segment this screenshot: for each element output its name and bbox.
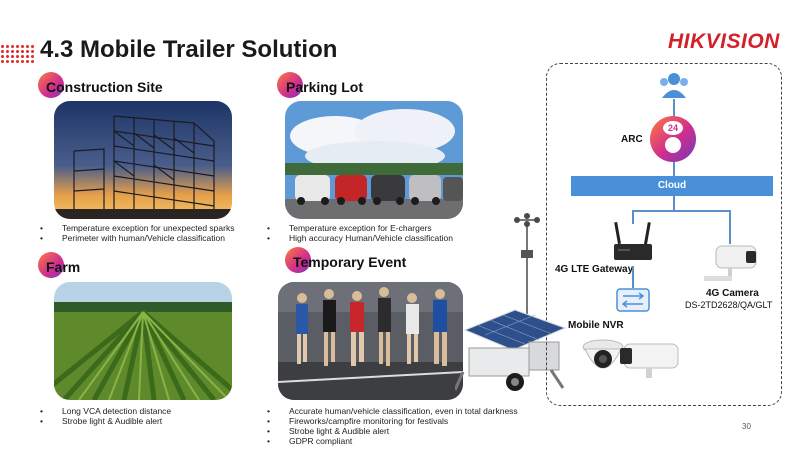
cloud-bar: Cloud [571,176,773,196]
list-item: Perimeter with human/Vehicle classificat… [40,233,234,243]
connector-line [729,210,731,244]
lte-gateway-icon [610,221,656,269]
connector-line [632,210,730,212]
arc-label: ARC [621,134,643,145]
page-number: 30 [742,422,751,431]
temporary-event-photo [278,282,463,400]
section-marker-icon [277,72,303,98]
list-item: Temperature exception for unexpected spa… [40,223,235,233]
section-title-event: Temporary Event [293,254,407,270]
slide-title: 4.3 Mobile Trailer Solution [40,36,338,63]
dome-camera-icon [580,335,626,384]
arc-24h-badge: 24 [663,121,683,135]
list-item: GDPR compliant [267,436,518,446]
list-item: Strobe light & Audible alert [267,426,518,436]
gateway-label: 4G LTE Gateway [555,264,634,275]
parking-lot-photo [285,101,463,219]
connector-line [673,99,675,117]
list-item: Temperature exception for E-chargers [267,223,453,233]
section-marker-icon [38,252,64,278]
list-item: Accurate human/vehicle classification, e… [267,406,518,416]
nvr-label: Mobile NVR [568,320,624,331]
section-title-construction: Construction Site [46,79,163,95]
farm-bullets: Long VCA detection distance Strobe light… [40,406,171,426]
switch-icon [616,288,650,317]
parking-bullets: Temperature exception for E-chargers Hig… [267,223,453,243]
bullet-camera-icon [616,340,682,385]
arc-icon: 24 [650,116,696,162]
solar-trailer-image [453,210,570,400]
users-icon [658,72,690,103]
list-item: Long VCA detection distance [40,406,171,416]
4g-camera-icon [702,244,760,289]
camera-model-label: DS-2TD2628/QA/GLT [685,300,773,310]
system-diagram-frame [546,63,782,406]
construction-bullets: Temperature exception for unexpected spa… [40,223,235,243]
hikvision-logo: HIKVISION [668,30,780,53]
section-marker-icon [285,247,311,273]
section-title-farm: Farm [46,259,81,275]
list-item: High accuracy Human/Vehicle classificati… [267,233,453,243]
list-item: Strobe light & Audible alert [40,416,171,426]
farm-photo [54,282,232,400]
connector-line [632,266,634,288]
camera-label: 4G Camera [706,288,759,299]
section-title-parking: Parking Lot [286,79,364,95]
list-item: Fireworks/campfire monitoring for festiv… [267,416,518,426]
connector-line [632,210,634,224]
event-bullets: Accurate human/vehicle classification, e… [267,406,518,446]
section-marker-icon [38,72,64,98]
construction-site-photo [54,101,232,219]
decorative-dots [0,44,36,64]
connector-line [673,196,675,210]
connector-line [673,162,675,176]
